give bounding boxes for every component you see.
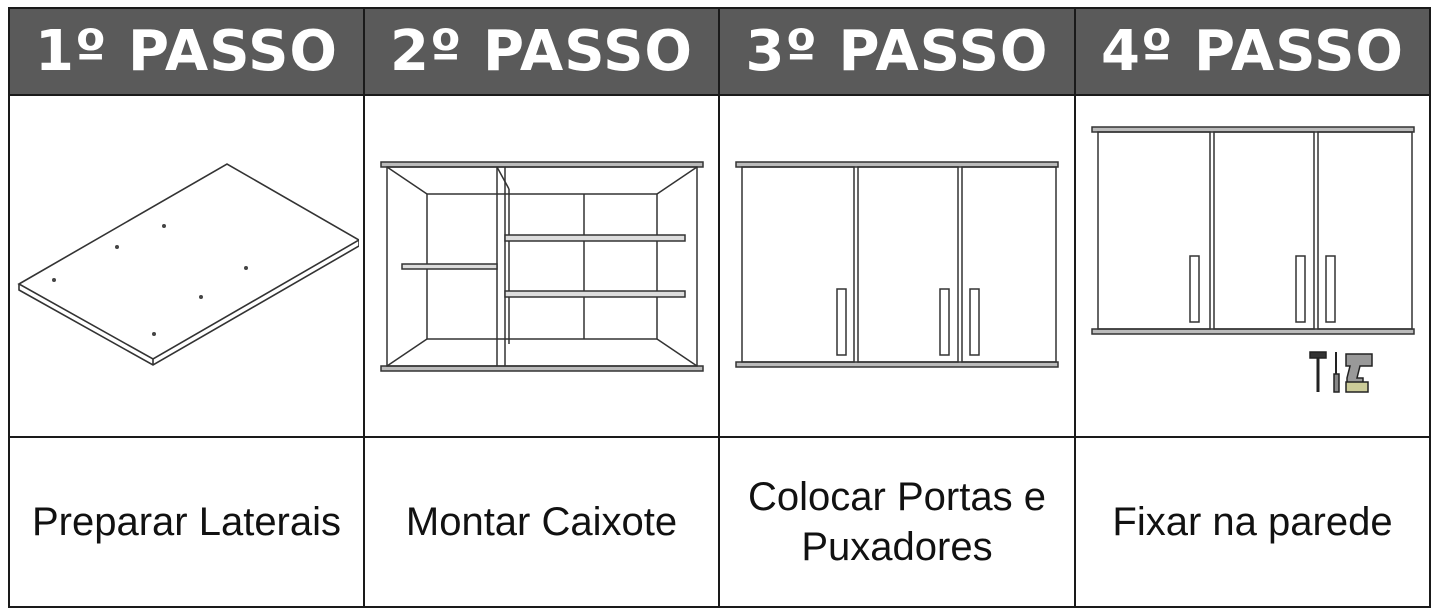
cabinet-doors-icon [735,160,1059,368]
step-1-caption: Preparar Laterais [10,438,365,606]
wall-cabinet-tools-icon [1090,125,1415,393]
step-2-illustration [365,96,720,438]
steps-table: 1º PASSO 2º PASSO 3º PASSO 4º PASSO [8,7,1431,608]
step-1-header: 1º PASSO [10,9,365,96]
step-4-caption: Fixar na parede [1112,500,1393,544]
step-4-illustration [1076,96,1429,438]
step-3-header: 3º PASSO [720,9,1076,96]
step-1-illustration [10,96,365,438]
step-4-header: 4º PASSO [1076,9,1429,96]
open-cabinet-icon [379,160,704,372]
step-3-illustration [720,96,1076,438]
tools-icon [1308,350,1373,393]
step-2-header: 2º PASSO [365,9,720,96]
step-3-caption: Colocar Portas e Puxadores [720,438,1076,606]
step-2-caption: Montar Caixote [365,438,720,606]
flat-panel-icon [17,163,359,366]
